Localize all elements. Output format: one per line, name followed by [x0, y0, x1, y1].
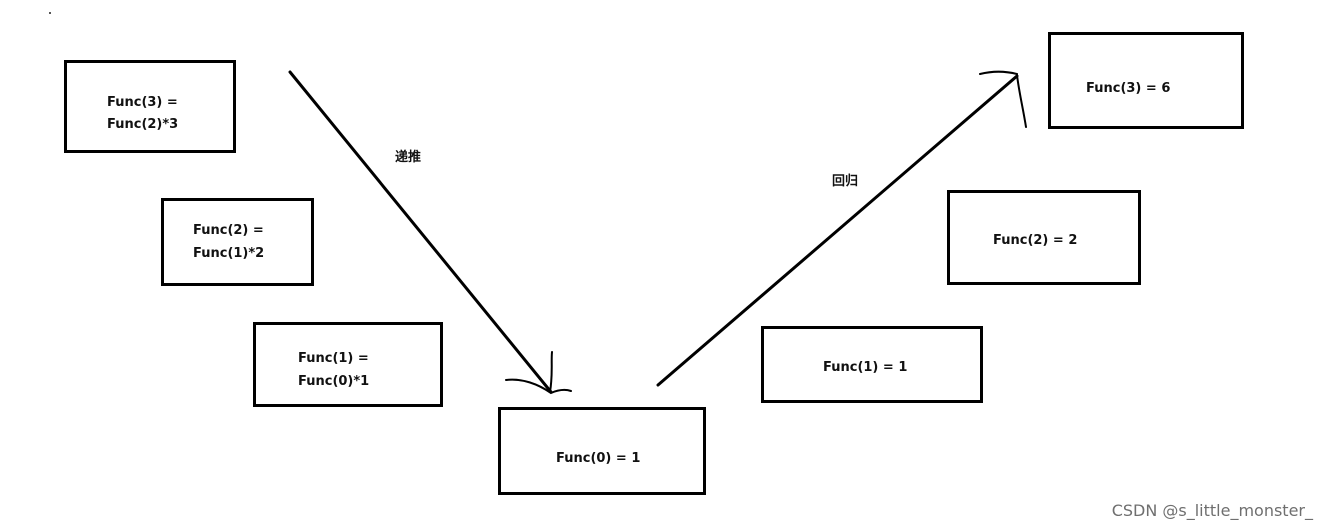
recursion-box-func3: Func(3) = Func(2)*3: [64, 60, 236, 153]
return-box-func2: Func(2) = 2: [947, 190, 1141, 285]
base-case-box: Func(0) = 1: [498, 407, 706, 495]
stray-dot: [49, 12, 51, 14]
watermark: CSDN @s_little_monster_: [1111, 501, 1313, 520]
return-box-func2-text: Func(2) = 2: [993, 233, 1078, 248]
recursion-box-func1-line1: Func(1) =: [298, 351, 369, 366]
descend-arrow: [288, 70, 572, 395]
recursion-box-func1-line2: Func(0)*1: [298, 374, 370, 389]
return-box-func3-text: Func(3) = 6: [1086, 81, 1171, 96]
ascend-label: 回归: [832, 174, 859, 189]
return-box-func1-text: Func(1) = 1: [823, 360, 908, 375]
ascend-arrow: [656, 70, 1027, 387]
recursion-box-func3-line2: Func(2)*3: [107, 117, 179, 132]
recursion-box-func3-line1: Func(3) =: [107, 95, 178, 110]
recursion-box-func1: Func(1) = Func(0)*1: [253, 322, 443, 407]
descend-label: 递推: [395, 150, 422, 165]
recursion-box-func2: Func(2) = Func(1)*2: [161, 198, 314, 286]
recursion-box-func2-line1: Func(2) =: [193, 223, 264, 238]
recursion-box-func2-line2: Func(1)*2: [193, 246, 265, 261]
return-box-func3: Func(3) = 6: [1048, 32, 1244, 129]
base-case-text: Func(0) = 1: [556, 451, 641, 466]
return-box-func1: Func(1) = 1: [761, 326, 983, 403]
